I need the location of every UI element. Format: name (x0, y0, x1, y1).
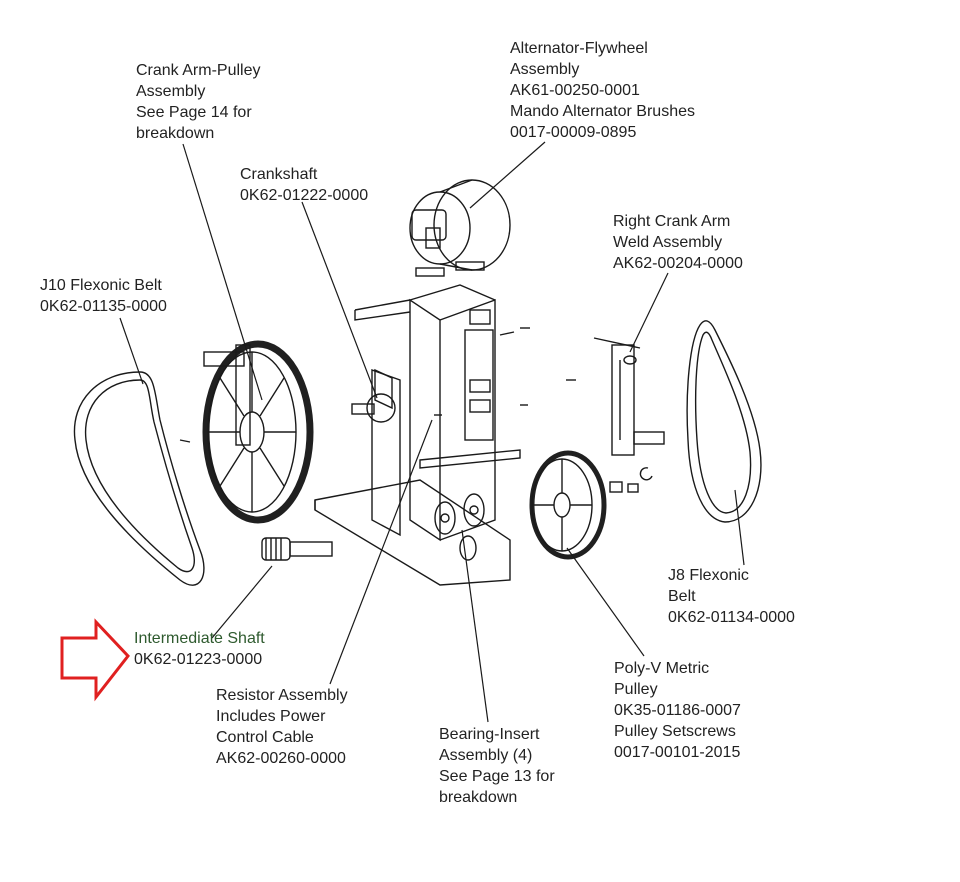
callout-line: Pulley Setscrews (614, 723, 736, 740)
callout-line: Mando Alternator Brushes (510, 103, 695, 120)
callout-line: See Page 14 for (136, 104, 252, 121)
callout-line: AK61-00250-0001 (510, 82, 640, 99)
callout-line: Intermediate Shaft (134, 630, 265, 647)
callout-line: Weld Assembly (613, 234, 723, 251)
callout-bearing-insert: Bearing-Insert Assembly (4) See Page 13 … (439, 724, 555, 808)
alternator-flywheel-assembly (409, 179, 511, 277)
callout-line: 0K35-01186-0007 (614, 702, 741, 719)
callout-line: Control Cable (216, 729, 314, 746)
callout-j8-belt: J8 Flexonic Belt 0K62-01134-0000 (668, 565, 795, 628)
callout-line: J8 Flexonic (668, 567, 749, 584)
callout-line: Assembly (4) (439, 747, 533, 764)
leader-lines (119, 141, 745, 723)
callout-line: Poly-V Metric (614, 660, 710, 677)
intermediate-shaft (261, 537, 333, 561)
callout-line: Belt (668, 588, 696, 605)
callout-resistor-assembly: Resistor Assembly Includes Power Control… (216, 685, 348, 769)
callout-j10-belt: J10 Flexonic Belt 0K62-01135-0000 (40, 275, 167, 317)
callout-line: 0K62-01134-0000 (668, 609, 795, 626)
callout-alternator-flywheel: Alternator-Flywheel Assembly AK61-00250-… (510, 38, 695, 143)
callout-poly-v-pulley: Poly-V Metric Pulley 0K35-01186-0007 Pul… (614, 658, 741, 763)
callout-line: Includes Power (216, 708, 326, 725)
callout-line: Crank Arm-Pulley (136, 62, 261, 79)
callout-crankshaft: Crankshaft 0K62-01222-0000 (240, 164, 368, 206)
callout-intermediate-shaft: Intermediate Shaft 0K62-01223-0000 (134, 628, 265, 670)
callout-line: Assembly (510, 61, 580, 78)
callout-line: 0017-00009-0895 (510, 124, 637, 141)
main-frame (314, 284, 576, 586)
callout-right-crank-arm: Right Crank Arm Weld Assembly AK62-00204… (613, 211, 743, 274)
callout-line: AK62-00204-0000 (613, 255, 743, 272)
callout-crank-arm-pulley: Crank Arm-Pulley Assembly See Page 14 fo… (136, 60, 260, 144)
callout-line: breakdown (136, 125, 215, 142)
callout-line: See Page 13 for (439, 768, 555, 785)
j10-flexonic-belt (73, 371, 205, 586)
callout-line: 0K62-01223-0000 (134, 651, 263, 668)
callout-line: 0017-00101-2015 (614, 744, 741, 761)
callout-line: Bearing-Insert (439, 726, 540, 743)
right-arrow-outline-icon (60, 618, 130, 702)
right-crank-arm-weld-assembly (593, 337, 665, 493)
callout-line: 0K62-01135-0000 (40, 298, 167, 315)
j8-flexonic-belt (686, 320, 762, 523)
poly-v-metric-pulley (529, 450, 607, 560)
callout-line: breakdown (439, 789, 518, 806)
callout-line: Alternator-Flywheel (510, 40, 648, 57)
callout-line: Resistor Assembly (216, 687, 348, 704)
callout-line: Assembly (136, 83, 206, 100)
callout-line: Pulley (614, 681, 658, 698)
callout-line: 0K62-01222-0000 (240, 187, 369, 204)
crank-arm-pulley-assembly (179, 340, 314, 524)
callout-line: J10 Flexonic Belt (40, 277, 162, 294)
callout-line: Crankshaft (240, 166, 318, 183)
callout-line: Right Crank Arm (613, 213, 731, 230)
callout-line: AK62-00260-0000 (216, 750, 346, 767)
